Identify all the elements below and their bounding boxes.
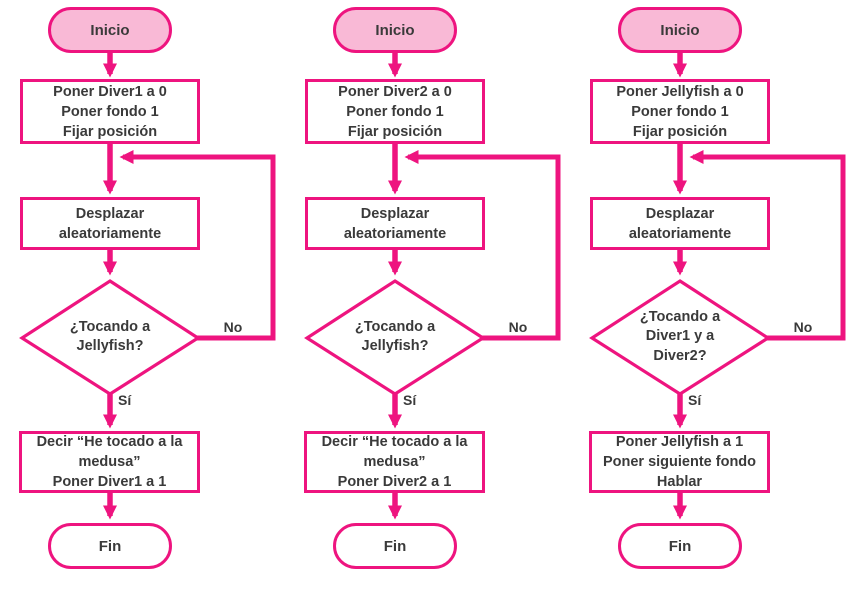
branch-label-yes: Sí xyxy=(118,392,132,408)
process-init-box: Poner Diver1 a 0 Poner fondo 1 Fijar pos… xyxy=(20,79,200,144)
start-terminal: Inicio xyxy=(48,7,172,53)
process-init-box: Poner Diver2 a 0 Poner fondo 1 Fijar pos… xyxy=(305,79,485,144)
branch-label-yes: Sí xyxy=(403,392,417,408)
branch-label-yes: Sí xyxy=(688,392,702,408)
decision-label: ¿Tocando a Diver1 y a Diver2? xyxy=(639,308,721,364)
process-move-box: Desplazar aleatoriamente xyxy=(590,197,770,250)
process-init-box: Poner Jellyfish a 0 Poner fondo 1 Fijar … xyxy=(590,79,770,144)
branch-label-no: No xyxy=(223,319,243,335)
process-action-box: Decir “He tocado a la medusa” Poner Dive… xyxy=(19,431,200,493)
decision-label: ¿Tocando a Jellyfish? xyxy=(354,318,436,354)
flowchart-1-connectors xyxy=(19,52,276,520)
process-move-box: Desplazar aleatoriamente xyxy=(305,197,485,250)
process-action-box: Decir “He tocado a la medusa” Poner Dive… xyxy=(304,431,485,493)
start-terminal: Inicio xyxy=(333,7,457,53)
branch-label-no: No xyxy=(793,319,813,335)
end-terminal: Fin xyxy=(618,523,742,569)
flowchart-3-connectors xyxy=(589,52,846,520)
flowchart-2-connectors xyxy=(304,52,561,520)
flowchart-jellyfish: Inicio Poner Jellyfish a 0 Poner fondo 1… xyxy=(570,0,855,591)
loop-no-arrow xyxy=(119,150,276,341)
flowchart-diver1: Inicio Poner Diver1 a 0 Poner fondo 1 Fi… xyxy=(0,0,285,591)
loop-no-arrow xyxy=(404,150,561,341)
flowchart-diver2: Inicio Poner Diver2 a 0 Poner fondo 1 Fi… xyxy=(285,0,570,591)
end-terminal: Fin xyxy=(333,523,457,569)
process-move-box: Desplazar aleatoriamente xyxy=(20,197,200,250)
process-action-box: Poner Jellyfish a 1 Poner siguiente fond… xyxy=(589,431,770,493)
end-terminal: Fin xyxy=(48,523,172,569)
decision-label: ¿Tocando a Jellyfish? xyxy=(69,318,151,354)
branch-label-no: No xyxy=(508,319,528,335)
loop-no-arrow xyxy=(689,150,846,341)
start-terminal: Inicio xyxy=(618,7,742,53)
